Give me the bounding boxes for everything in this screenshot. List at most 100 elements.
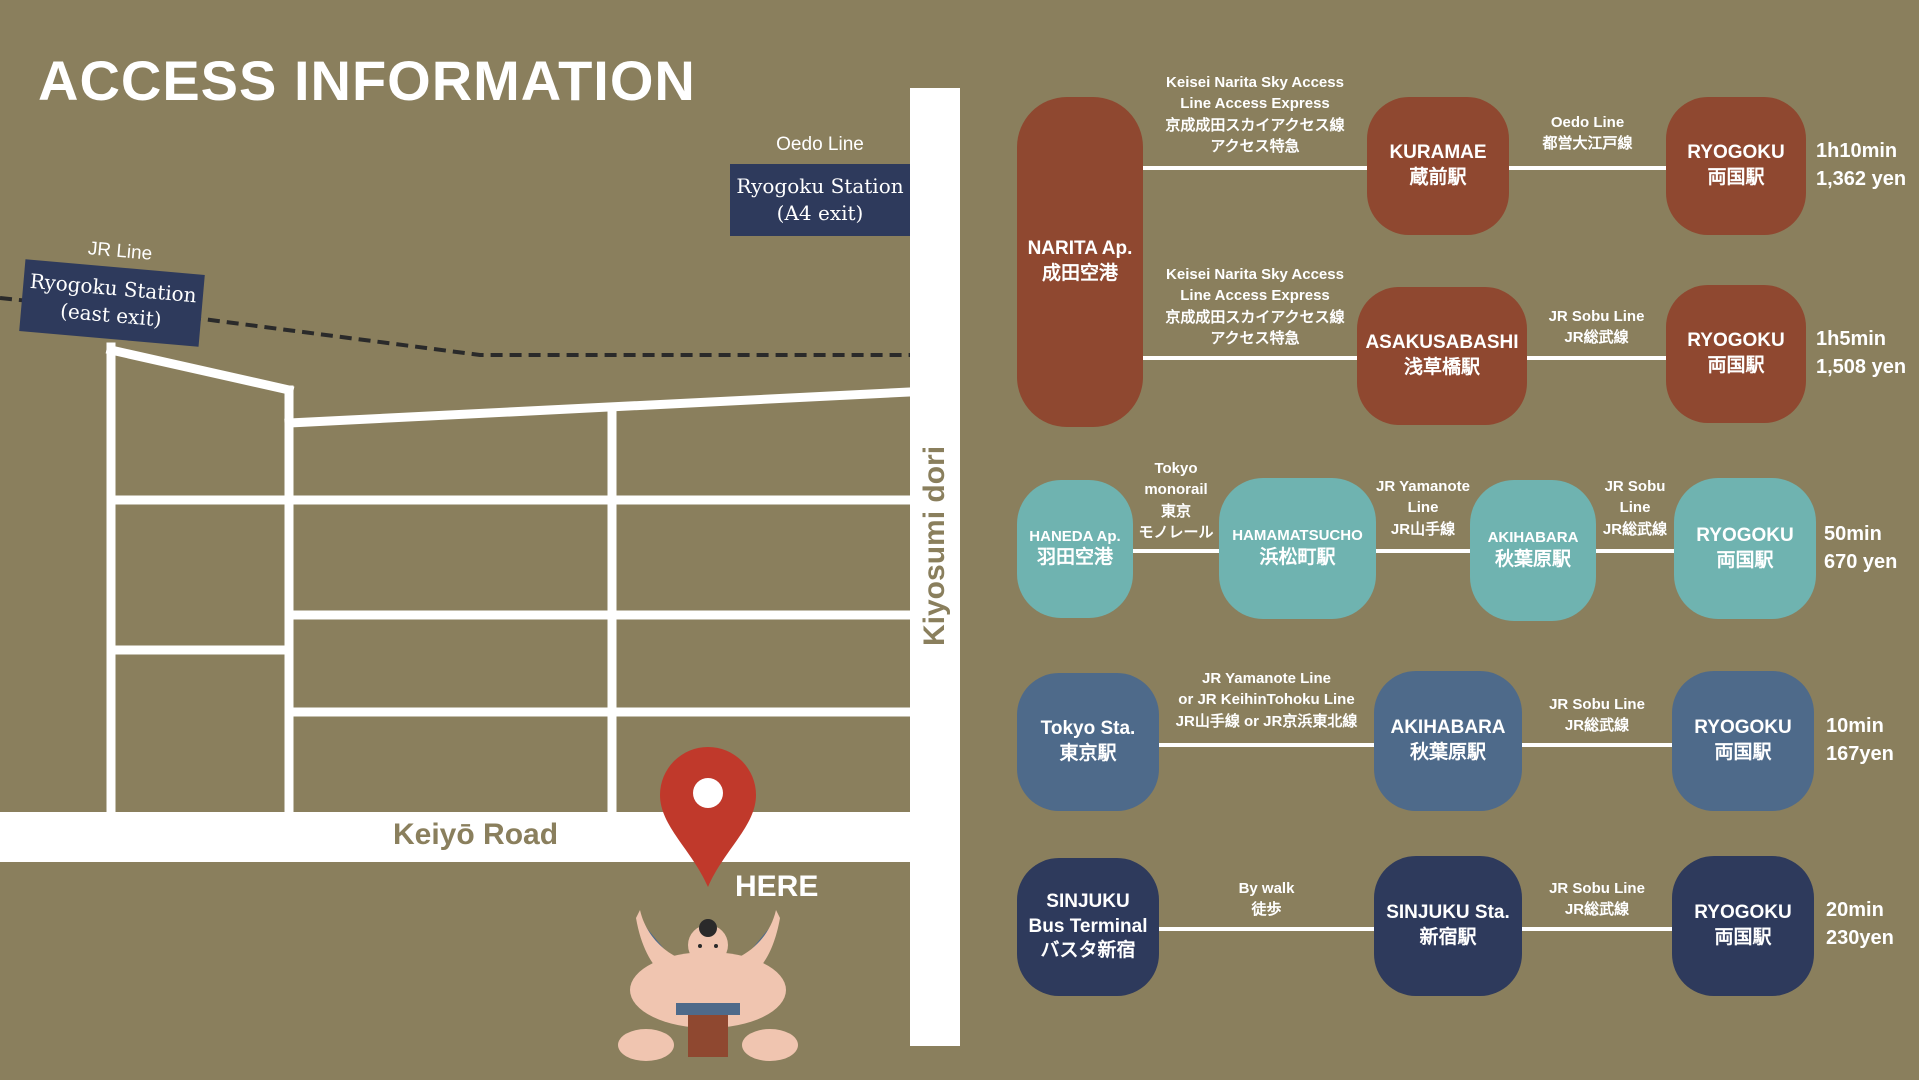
- shinjuku-station-node: SINJUKU Sta. 新宿駅: [1374, 856, 1522, 996]
- narita-airport-node: NARITA Ap. 成田空港: [1017, 97, 1143, 427]
- hamamatsucho-node: HAMAMATSUCHO 浜松町駅: [1219, 478, 1376, 619]
- node-label-en: SINJUKU: [1046, 890, 1130, 912]
- tokyo-caption-2: JR Sobu Line JR総武線: [1522, 694, 1672, 737]
- node-label-en: HANEDA Ap.: [1029, 527, 1121, 545]
- fare: 1,508 yen: [1816, 356, 1907, 378]
- caption-line: モノレール: [1138, 523, 1214, 541]
- node-label-en: KURAMAE: [1389, 142, 1487, 164]
- route-connector: [1159, 927, 1374, 931]
- caption-line: JR山手線 or JR京浜東北線: [1175, 712, 1358, 730]
- narita-r2-result: 1h5min 1,508 yen: [1816, 325, 1906, 381]
- node-label-ja: 成田空港: [1041, 263, 1118, 284]
- haneda-result: 50min 670 yen: [1824, 520, 1897, 576]
- caption-line: Line Access Express: [1180, 287, 1330, 305]
- caption-line: Keisei Narita Sky Access: [1166, 74, 1344, 91]
- route-connector: [1527, 356, 1666, 360]
- node-label-ja: 両国駅: [1707, 167, 1765, 188]
- caption-line: Oedo Line: [1550, 114, 1625, 131]
- caption-line: アクセス特急: [1210, 329, 1300, 347]
- caption-line: アクセス特急: [1210, 137, 1300, 155]
- akihabara-node: AKIHABARA 秋葉原駅: [1470, 480, 1596, 621]
- caption-line: JR総武線: [1564, 717, 1630, 735]
- shinjuku-bus-terminal-node: SINJUKU Bus Terminal バスタ新宿: [1017, 858, 1159, 996]
- narita-r1-caption-1: Keisei Narita Sky Access Line Access Exp…: [1143, 72, 1367, 157]
- node-label-ja: 新宿駅: [1419, 927, 1477, 948]
- travel-time: 20min: [1826, 899, 1884, 921]
- caption-line: monorail: [1144, 481, 1208, 499]
- caption-line: JR Sobu Line: [1548, 308, 1645, 325]
- oedo-ryogoku-station-sign: Ryogoku Station (A4 exit): [730, 164, 910, 236]
- caption-line: JR山手線: [1390, 520, 1456, 538]
- haneda-caption-2: JR Yamanote Line JR山手線: [1373, 476, 1473, 540]
- node-label-ja: 蔵前駅: [1409, 167, 1467, 188]
- caption-line: 東京: [1160, 502, 1191, 520]
- shinjuku-caption-1: By walk 徒歩: [1159, 878, 1374, 921]
- tokyo-station-node: Tokyo Sta. 東京駅: [1017, 673, 1159, 811]
- route-connector: [1143, 166, 1367, 170]
- sumo-wrestler-icon: [618, 910, 798, 1061]
- caption-line: JR総武線: [1602, 520, 1668, 538]
- node-label-en: ASAKUSABASHI: [1365, 332, 1519, 354]
- route-connector: [1159, 743, 1374, 747]
- fare: 1,362 yen: [1816, 168, 1907, 190]
- caption-line: JR総武線: [1564, 329, 1629, 347]
- caption-line: 徒歩: [1251, 901, 1282, 919]
- keiyo-road: [0, 812, 912, 862]
- travel-time: 10min: [1826, 715, 1884, 737]
- asakusabashi-node: ASAKUSABASHI 浅草橋駅: [1357, 287, 1527, 425]
- ryogoku-node: RYOGOKU 両国駅: [1672, 856, 1814, 996]
- ryogoku-node: RYOGOKU 両国駅: [1672, 671, 1814, 811]
- narita-r1-result: 1h10min 1,362 yen: [1816, 137, 1906, 193]
- node-label-ja: 秋葉原駅: [1409, 742, 1486, 763]
- caption-line: JR Yamanote: [1376, 478, 1470, 495]
- node-label-en: RYOGOKU: [1687, 142, 1785, 164]
- node-label-en: HAMAMATSUCHO: [1232, 527, 1363, 545]
- haneda-caption-3: JR Sobu Line JR総武線: [1592, 476, 1678, 540]
- route-connector: [1133, 549, 1219, 553]
- here-label: HERE: [735, 870, 819, 903]
- node-label-ja: 両国駅: [1716, 549, 1774, 571]
- ryogoku-node: RYOGOKU 両国駅: [1674, 478, 1816, 619]
- route-connector: [1376, 549, 1470, 553]
- area-map: [0, 88, 960, 1061]
- travel-time: 1h10min: [1816, 140, 1898, 162]
- node-label-en: RYOGOKU: [1696, 524, 1794, 546]
- keiyo-road-label: Keiyō Road: [393, 818, 559, 851]
- oedo-station-exit: (A4 exit): [776, 201, 864, 225]
- caption-line: By walk: [1238, 880, 1295, 897]
- route-connector: [1522, 927, 1672, 931]
- ryogoku-node: RYOGOKU 両国駅: [1666, 97, 1806, 235]
- caption-line: JR総武線: [1564, 901, 1630, 919]
- node-label-ja: 秋葉原駅: [1494, 548, 1571, 570]
- kuramae-node: KURAMAE 蔵前駅: [1367, 97, 1509, 235]
- node-label-en: NARITA Ap.: [1027, 238, 1133, 260]
- caption-line: 京成成田スカイアクセス線: [1165, 308, 1345, 326]
- caption-line: JR Sobu Line: [1549, 696, 1645, 713]
- node-label-ja: 東京駅: [1059, 743, 1117, 764]
- caption-line: JR Yamanote Line: [1202, 670, 1331, 687]
- fare: 670 yen: [1824, 551, 1898, 573]
- shinjuku-caption-2: JR Sobu Line JR総武線: [1522, 878, 1672, 921]
- route-connector: [1596, 549, 1674, 553]
- node-label-en: Tokyo Sta.: [1040, 718, 1136, 740]
- oedo-station-name: Ryogoku Station: [736, 174, 904, 198]
- narita-r1-caption-2: Oedo Line 都営大江戸線: [1509, 112, 1666, 155]
- narita-r2-caption-2: JR Sobu Line JR総武線: [1527, 306, 1666, 349]
- caption-line: Tokyo: [1154, 460, 1198, 477]
- route-connector: [1522, 743, 1672, 747]
- node-label-ja: 羽田空港: [1036, 547, 1113, 569]
- page-title: ACCESS INFORMATION: [38, 49, 696, 112]
- node-label-en: SINJUKU Sta.: [1386, 902, 1510, 924]
- node-label-ja: 両国駅: [1714, 927, 1772, 948]
- caption-line: 京成成田スカイアクセス線: [1165, 116, 1345, 134]
- fare: 167yen: [1826, 743, 1894, 765]
- route-connector: [1143, 356, 1357, 360]
- node-label-ja: 浜松町駅: [1259, 546, 1336, 568]
- ryogoku-node: RYOGOKU 両国駅: [1666, 285, 1806, 423]
- shinjuku-result: 20min 230yen: [1826, 896, 1894, 952]
- travel-time: 50min: [1824, 523, 1882, 545]
- node-label-en: AKIHABARA: [1487, 529, 1579, 547]
- caption-line: Line: [1619, 499, 1651, 517]
- fare: 230yen: [1826, 927, 1894, 949]
- node-label-en: AKIHABARA: [1390, 717, 1506, 739]
